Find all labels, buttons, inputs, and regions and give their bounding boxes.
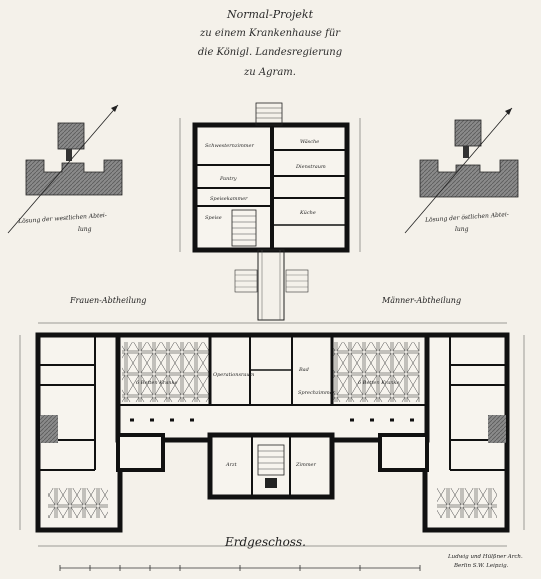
- right-elevation-caption-2: lung: [455, 226, 469, 233]
- title-line-4: zu Agram.: [244, 67, 296, 78]
- annex-room-label: Dienstraum: [296, 164, 326, 170]
- left-wing-title: Frauen-Abtheilung: [70, 296, 147, 305]
- main-room-label: Zimmer: [296, 462, 316, 468]
- annex-room-label: Küche: [300, 210, 316, 216]
- main-room-label: 6 Betten Kranke: [358, 380, 400, 386]
- main-room-label: Bad: [299, 367, 309, 373]
- corridor-connector: [234, 249, 309, 321]
- main-room-label: 6 Betten Kranke: [136, 380, 178, 386]
- title-line-2: zu einem Krankenhause für: [199, 28, 341, 39]
- left-elevation-sketch: [7, 104, 123, 234]
- architect-credit-1: Ludwig und Hülßner Arch.: [448, 554, 523, 560]
- right-elevation-sketch: [404, 107, 519, 234]
- title-line-1: Normal-Projekt: [226, 8, 314, 21]
- scale-bar: [59, 565, 421, 571]
- main-room-label: Arzt: [226, 462, 237, 468]
- main-room-label: Sprechzimmer: [298, 390, 336, 396]
- annex-room-label: Pantry: [220, 176, 237, 182]
- annex-room-label: Speisekammer: [210, 196, 248, 202]
- main-room-label: Operationsraum: [213, 372, 255, 378]
- annex-room-label: Speise: [205, 215, 222, 221]
- left-elevation-caption-2: lung: [78, 226, 92, 233]
- annex-room-label: Wäsche: [300, 139, 320, 145]
- architect-credit-2: Berlin S.W. Leipzig.: [454, 563, 509, 569]
- title-line-3: die Königl. Landesregierung: [197, 47, 343, 58]
- annex-room-label: Schwesternzimmer: [205, 143, 254, 149]
- main-building: [19, 322, 525, 547]
- right-wing-title: Männer-Abtheilung: [382, 296, 462, 305]
- kitchen-annex: [179, 102, 361, 253]
- floor-label: Erdgeschoss.: [225, 535, 306, 549]
